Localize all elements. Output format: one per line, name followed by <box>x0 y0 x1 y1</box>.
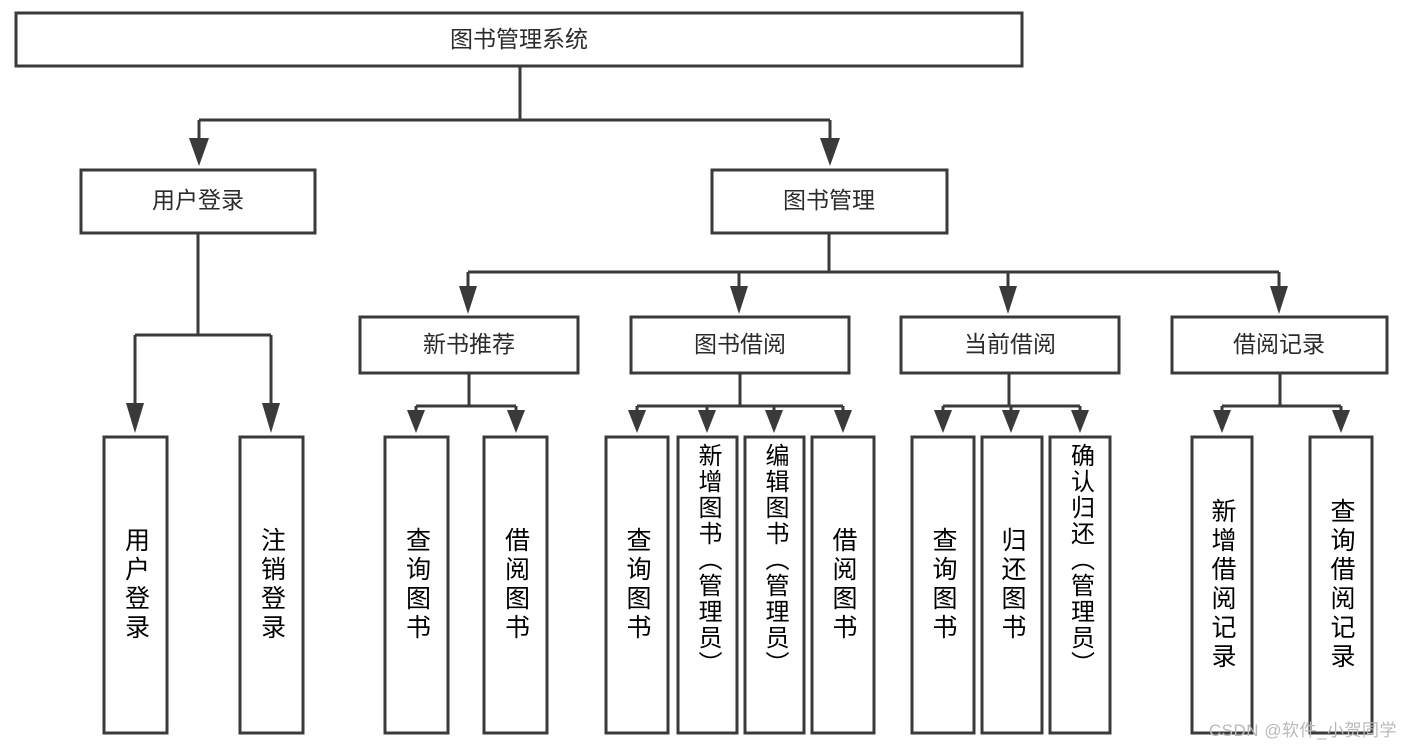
leaf-label-wrap-borrow-book: 借阅图书 <box>829 527 857 643</box>
leaf-label-wrap-query-book-current: 查询图书 <box>929 527 957 643</box>
leaf-label-edit-book-admin: 编辑图书（管理员） <box>761 443 788 677</box>
leaf-label-wrap-query-borrow-record: 查询借阅记录 <box>1327 498 1355 672</box>
csdn-watermark: CSDN @软件_小贺同学 <box>1208 721 1397 740</box>
node-book-borrow-label: 图书借阅 <box>694 331 786 357</box>
leaf-label-wrap-user-login: 用户登录 <box>121 527 150 643</box>
leaf-label-borrow-book: 借阅图书 <box>829 527 857 643</box>
leaf-box-edit-book-admin[interactable] <box>743 435 806 735</box>
arrow-cb-leaf-1 <box>934 410 952 433</box>
leaf-label-query-book-borrow: 查询图书 <box>623 527 651 643</box>
node-book-borrow-box <box>629 315 851 375</box>
node-root-label: 图书管理系统 <box>450 26 588 52</box>
connector-group-book-management <box>459 233 1288 314</box>
arrow-user-login-leaf-1 <box>126 403 144 433</box>
connector-group-borrow-record <box>1213 373 1350 433</box>
leaf-box-user-login[interactable] <box>102 435 169 735</box>
arrow-bm-to-book-borrow <box>730 286 748 314</box>
leaf-label-query-book-current: 查询图书 <box>929 527 957 643</box>
node-borrow-record-box <box>1170 315 1389 375</box>
arrow-bm-to-new-book-recommend <box>459 286 477 314</box>
connector-group-root <box>189 66 840 166</box>
arrow-nbr-leaf-2 <box>507 410 525 433</box>
leaf-label-wrap-borrow-book-rec: 借阅图书 <box>501 527 530 643</box>
leaf-label-confirm-return-admin: 确认归还（管理员） <box>1066 443 1094 677</box>
arrow-br-leaf-2 <box>1332 410 1350 433</box>
leaf-box-borrow-book-rec[interactable] <box>482 435 549 735</box>
node-current-borrow-box <box>899 315 1121 375</box>
leaf-label-wrap-add-borrow-record: 新增借阅记录 <box>1208 498 1236 672</box>
arrow-user-login-leaf-2 <box>262 403 280 433</box>
leaf-label-query-borrow-record: 查询借阅记录 <box>1327 498 1355 672</box>
leaf-label-wrap-query-book-rec: 查询图书 <box>402 527 431 643</box>
leaf-box-query-book-current[interactable] <box>910 435 976 735</box>
leaf-label-wrap-logout-login: 注销登录 <box>257 527 286 643</box>
arrow-bb-leaf-3 <box>765 410 783 433</box>
leaf-label-wrap-query-book-borrow: 查询图书 <box>623 527 651 643</box>
node-current-borrow[interactable]: 当前借阅 <box>899 315 1121 375</box>
arrow-bm-to-current-borrow <box>999 286 1017 314</box>
leaf-boxes <box>102 435 1374 735</box>
arrow-root-to-user-login <box>189 138 209 166</box>
connector-group-book-borrow <box>628 373 852 433</box>
leaf-box-logout-login[interactable] <box>238 435 305 735</box>
arrow-bb-leaf-1 <box>628 410 646 433</box>
arrow-cb-leaf-3 <box>1071 410 1089 433</box>
leaf-label-wrap-confirm-return-admin: 确认归还（管理员） <box>1066 443 1094 677</box>
node-book-borrow[interactable]: 图书借阅 <box>629 315 851 375</box>
node-current-borrow-label: 当前借阅 <box>964 331 1056 357</box>
leaf-label-wrap-add-book-admin: 新增图书（管理员） <box>694 443 721 677</box>
node-book-management-box <box>710 168 949 235</box>
node-root[interactable]: 图书管理系统 <box>14 11 1024 68</box>
leaf-label-logout-login: 注销登录 <box>257 527 286 643</box>
leaf-box-query-book-rec[interactable] <box>383 435 450 735</box>
arrow-bb-leaf-4 <box>834 410 852 433</box>
leaf-label-borrow-book-rec: 借阅图书 <box>501 527 530 643</box>
leaf-box-return-book[interactable] <box>980 435 1044 735</box>
leaf-label-wrap-edit-book-admin: 编辑图书（管理员） <box>761 443 788 677</box>
connector-group-user-login <box>126 233 280 433</box>
node-book-management[interactable]: 图书管理 <box>710 168 949 235</box>
arrow-bm-to-borrow-record <box>1270 286 1288 314</box>
leaf-label-query-book-rec: 查询图书 <box>402 527 431 643</box>
node-user-login-box <box>79 168 317 235</box>
node-new-book-recommend[interactable]: 新书推荐 <box>358 315 580 375</box>
arrow-cb-leaf-2 <box>1002 410 1020 433</box>
node-new-book-recommend-label: 新书推荐 <box>423 331 515 357</box>
node-book-management-label: 图书管理 <box>783 187 875 213</box>
leaf-label-add-borrow-record: 新增借阅记录 <box>1208 498 1236 672</box>
leaf-box-confirm-return-admin[interactable] <box>1048 435 1112 735</box>
leaf-box-add-book-admin[interactable] <box>676 435 739 735</box>
leaf-box-add-borrow-record[interactable] <box>1190 435 1254 735</box>
leaf-box-query-book-borrow[interactable] <box>604 435 670 735</box>
leaf-label-add-book-admin: 新增图书（管理员） <box>694 443 721 677</box>
connector-group-new-book-recommend <box>407 373 525 433</box>
leaf-box-borrow-book[interactable] <box>810 435 876 735</box>
node-user-login-label: 用户登录 <box>152 187 244 213</box>
leaf-box-query-borrow-record[interactable] <box>1308 435 1374 735</box>
connector-group-current-borrow <box>934 373 1089 433</box>
leaf-label-wrap-return-book: 归还图书 <box>998 527 1026 643</box>
leaf-label-return-book: 归还图书 <box>998 527 1026 643</box>
node-user-login[interactable]: 用户登录 <box>79 168 317 235</box>
node-root-box <box>14 11 1024 68</box>
node-new-book-recommend-box <box>358 315 580 375</box>
leaf-label-user-login: 用户登录 <box>121 527 150 643</box>
arrow-root-to-book-management <box>820 138 840 166</box>
node-borrow-record-label: 借阅记录 <box>1233 331 1325 357</box>
node-borrow-record[interactable]: 借阅记录 <box>1170 315 1389 375</box>
arrow-bb-leaf-2 <box>698 410 716 433</box>
arrow-nbr-leaf-1 <box>407 410 425 433</box>
arrow-br-leaf-1 <box>1213 410 1231 433</box>
